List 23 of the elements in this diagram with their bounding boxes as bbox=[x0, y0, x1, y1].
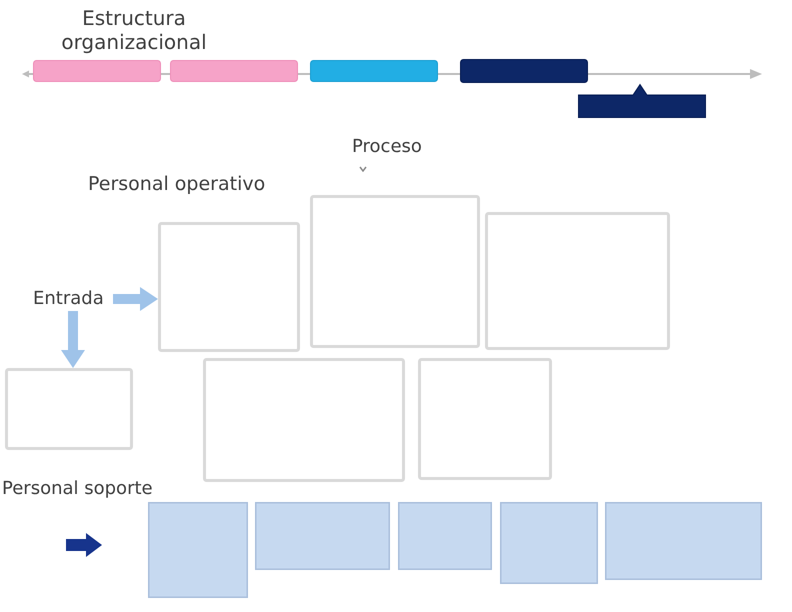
block-arrow bbox=[113, 287, 158, 311]
timeline-box bbox=[170, 60, 298, 82]
callout-box bbox=[578, 84, 706, 118]
support-card bbox=[148, 502, 248, 598]
section-label: Entrada bbox=[33, 287, 113, 311]
support-card bbox=[500, 502, 598, 584]
info-card bbox=[5, 368, 133, 450]
block-arrow bbox=[61, 311, 85, 368]
support-card bbox=[398, 502, 492, 570]
info-card bbox=[203, 358, 405, 482]
info-card bbox=[158, 222, 300, 352]
section-heading: Personal soporte bbox=[2, 478, 153, 499]
info-card bbox=[418, 358, 552, 480]
section-heading: Personal operativo bbox=[88, 173, 266, 195]
info-card bbox=[485, 212, 670, 350]
support-card bbox=[605, 502, 762, 580]
timeline-box bbox=[33, 60, 161, 82]
timeline-box bbox=[310, 60, 438, 82]
timeline-box bbox=[460, 59, 588, 83]
title: Estructura organizacional bbox=[60, 6, 208, 54]
section-heading: Proceso bbox=[352, 136, 422, 157]
support-card bbox=[255, 502, 390, 570]
info-card bbox=[310, 195, 480, 348]
